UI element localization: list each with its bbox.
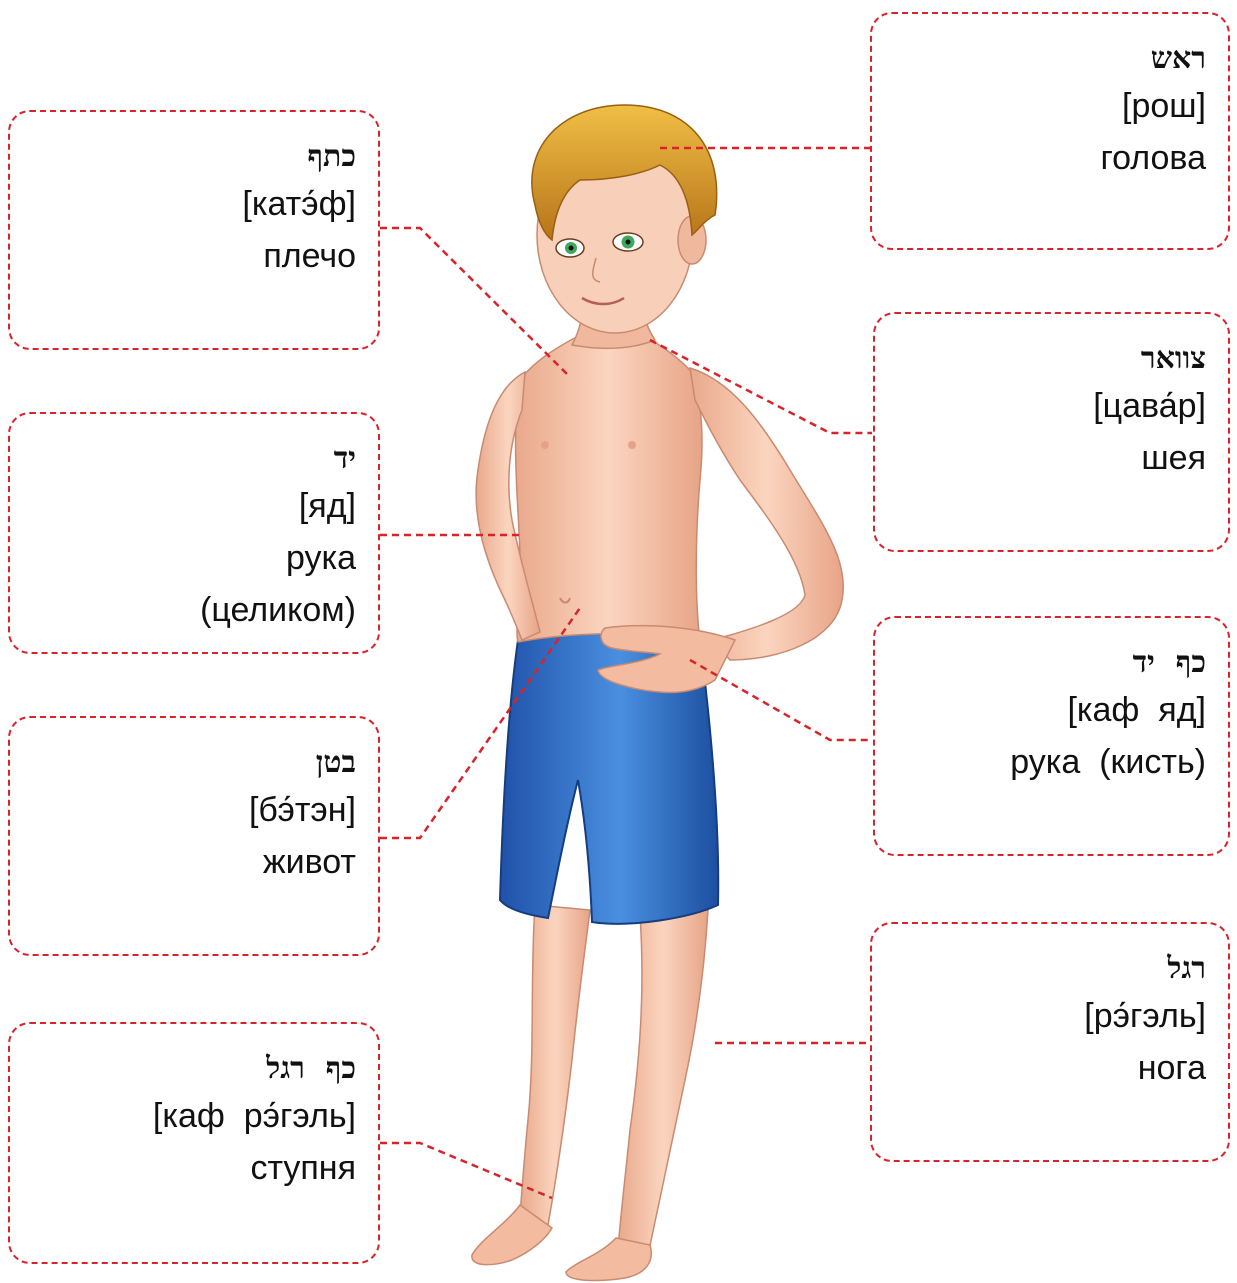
- neck-transcription: [цава́р]: [875, 380, 1206, 432]
- boy-illustration: [472, 105, 843, 1280]
- label-hand: כף יד [каф яд] рука (кисть): [873, 616, 1230, 856]
- belly-transcription: [бэ́тэн]: [10, 784, 356, 836]
- head-transcription: [рош]: [872, 80, 1206, 132]
- right-leg: [618, 910, 708, 1255]
- arm-transcription: [яд]: [10, 480, 356, 532]
- hand-translation: рука (кисть): [875, 736, 1206, 788]
- label-head: ראש [рош] голова: [870, 12, 1230, 250]
- arm-hebrew: יד: [10, 438, 356, 480]
- neck-hebrew: צוואר: [875, 338, 1206, 380]
- nipple-left: [541, 441, 549, 449]
- label-foot: כף רגל [каф рэ́гэль] ступня: [8, 1022, 380, 1264]
- leg-hebrew: רגל: [872, 948, 1206, 990]
- torso: [516, 330, 702, 642]
- belly-hebrew: בטן: [10, 742, 356, 784]
- label-leg: רגל [рэ́гэль] нога: [870, 922, 1230, 1162]
- left-leg: [520, 905, 590, 1225]
- shoulder-hebrew: כתף: [10, 136, 356, 178]
- shoulder-transcription: [катэ́ф]: [10, 178, 356, 230]
- foot-translation: ступня: [10, 1142, 356, 1194]
- belly-translation: живот: [10, 836, 356, 888]
- leg-transcription: [рэ́гэль]: [872, 990, 1206, 1042]
- right-arm: [690, 368, 843, 660]
- hand-hebrew: כף יד: [875, 642, 1206, 684]
- shoulder-translation: плечо: [10, 230, 356, 282]
- head-hebrew: ראש: [872, 38, 1206, 80]
- hand-transcription: [каф яд]: [875, 684, 1206, 736]
- left-pupil: [569, 246, 574, 251]
- neck-translation: шея: [875, 432, 1206, 484]
- right-pupil: [626, 240, 631, 245]
- arm-translation: рука: [10, 532, 356, 584]
- label-neck: צוואר [цава́р] шея: [873, 312, 1230, 552]
- foot-transcription: [каф рэ́гэль]: [10, 1090, 356, 1142]
- label-belly: בטן [бэ́тэн] живот: [8, 716, 380, 956]
- right-foot: [566, 1238, 651, 1280]
- head-translation: голова: [872, 132, 1206, 184]
- leg-translation: нога: [872, 1042, 1206, 1094]
- foot-hebrew: כף רגל: [10, 1048, 356, 1090]
- arm-translation-note: (целиком): [10, 584, 356, 636]
- nipple-right: [628, 441, 636, 449]
- label-arm: יד [яд] рука (целиком): [8, 412, 380, 654]
- label-shoulder: כתף [катэ́ф] плечо: [8, 110, 380, 350]
